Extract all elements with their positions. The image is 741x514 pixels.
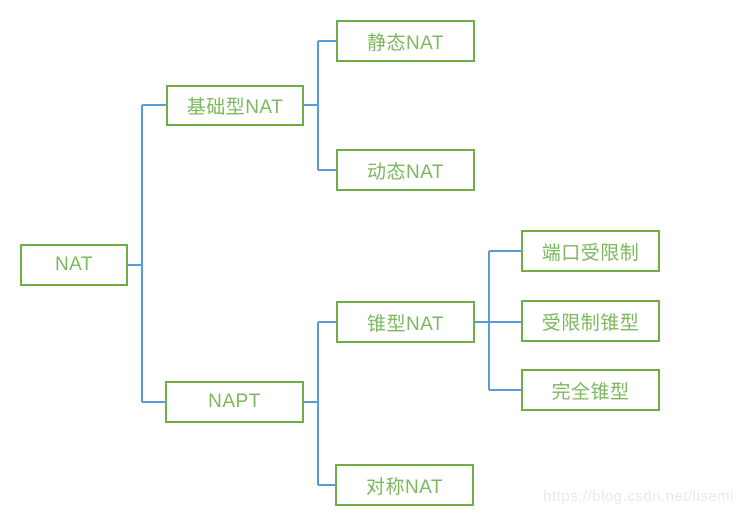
node-dynamic-nat: 动态NAT	[336, 149, 475, 191]
node-restricted-cone: 受限制锥型	[521, 300, 660, 342]
node-symmetric-nat: 对称NAT	[335, 464, 474, 506]
csdn-watermark: https://blog.csdn.net/lisemi	[543, 488, 734, 505]
node-basic-nat: 基础型NAT	[166, 85, 304, 126]
node-full-cone: 完全锥型	[521, 369, 660, 411]
node-nat: NAT	[20, 244, 128, 286]
node-cone-nat: 锥型NAT	[336, 301, 475, 343]
node-static-nat: 静态NAT	[336, 20, 475, 62]
node-napt: NAPT	[165, 381, 304, 423]
node-port-restricted: 端口受限制	[521, 230, 660, 272]
